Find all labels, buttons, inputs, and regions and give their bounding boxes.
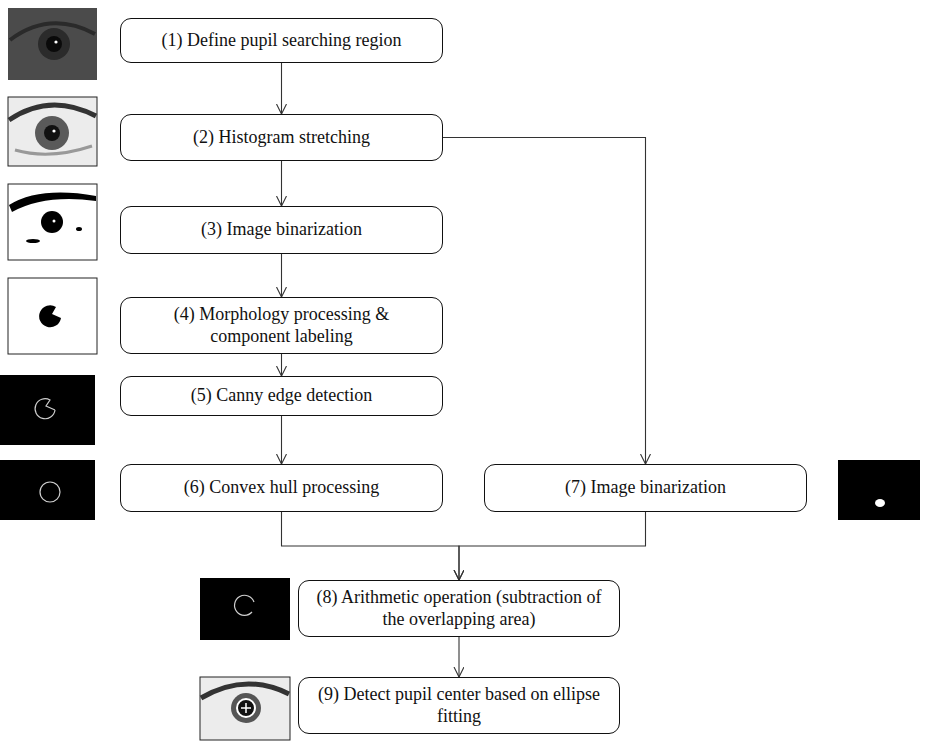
pupil <box>46 36 62 52</box>
result-thumbnail <box>200 677 290 740</box>
glint-blob <box>875 499 885 507</box>
binary-thumbnail <box>8 184 97 260</box>
step-label: (5) Canny edge detection <box>191 385 372 406</box>
pupil <box>44 125 60 141</box>
arc-contour <box>235 595 254 615</box>
thumb-ground <box>200 677 290 740</box>
thumb-ground <box>0 460 95 520</box>
iris <box>231 693 261 723</box>
process-box: (6) Convex hull processing <box>120 464 443 512</box>
iris <box>38 28 70 60</box>
process-box: (7) Image binarization <box>484 464 807 512</box>
step-label: (4) Morphology processing & component la… <box>147 304 417 346</box>
flow-arrow <box>458 637 459 677</box>
step-label: (2) Histogram stretching <box>193 127 370 148</box>
glint <box>54 40 57 43</box>
edge-thumbnail <box>0 375 95 445</box>
hull-contour <box>40 482 60 502</box>
flow-arrow <box>281 416 282 464</box>
subtraction-thumbnail <box>200 578 290 640</box>
hull-thumbnail <box>0 460 95 520</box>
glint <box>52 129 55 132</box>
process-box: (4) Morphology processing & component la… <box>120 297 443 354</box>
step-label: (9) Detect pupil center based on ellipse… <box>314 684 604 726</box>
pupil-blob <box>41 211 63 233</box>
thumb-ground <box>8 8 97 80</box>
thumb-ground <box>8 97 97 166</box>
process-box: (2) Histogram stretching <box>120 114 443 161</box>
eye-thumbnail-stretched <box>8 97 97 166</box>
eye-thumbnail-raw <box>8 8 97 80</box>
fitted-ellipse <box>237 699 255 717</box>
flow-arrow <box>282 512 460 580</box>
step-label: (1) Define pupil searching region <box>162 30 402 51</box>
thumb-ground <box>200 578 290 640</box>
step-label: (6) Convex hull processing <box>184 477 379 498</box>
morphology-thumbnail <box>8 278 97 354</box>
step-label: (8) Arithmetic operation (subtraction of… <box>314 587 604 629</box>
process-box: (3) Image binarization <box>120 206 443 254</box>
glint <box>53 220 56 223</box>
thumb-ground <box>8 184 97 260</box>
pupil-blob <box>39 305 61 327</box>
flow-arrow <box>281 354 282 376</box>
center-cross <box>241 703 251 713</box>
noise-blob <box>26 239 40 243</box>
glint-thumbnail <box>838 460 920 520</box>
step-label: (7) Image binarization <box>565 477 726 498</box>
iris <box>35 116 69 150</box>
flow-arrow <box>443 138 646 465</box>
process-box: (9) Detect pupil center based on ellipse… <box>298 677 620 734</box>
eyelash-blob <box>9 193 96 212</box>
flow-arrow <box>281 161 282 206</box>
process-box: (1) Define pupil searching region <box>120 18 443 63</box>
step-label: (3) Image binarization <box>201 219 362 240</box>
thumb-ground <box>8 278 97 354</box>
noise-blob <box>76 227 82 231</box>
process-box: (8) Arithmetic operation (subtraction of… <box>298 580 620 637</box>
thumb-ground <box>0 375 95 445</box>
flow-arrow <box>459 512 646 580</box>
flow-arrow <box>281 63 282 114</box>
edge-contour <box>35 399 55 419</box>
flow-arrow <box>281 254 282 297</box>
process-box: (5) Canny edge detection <box>120 376 443 416</box>
thumb-ground <box>838 460 920 520</box>
